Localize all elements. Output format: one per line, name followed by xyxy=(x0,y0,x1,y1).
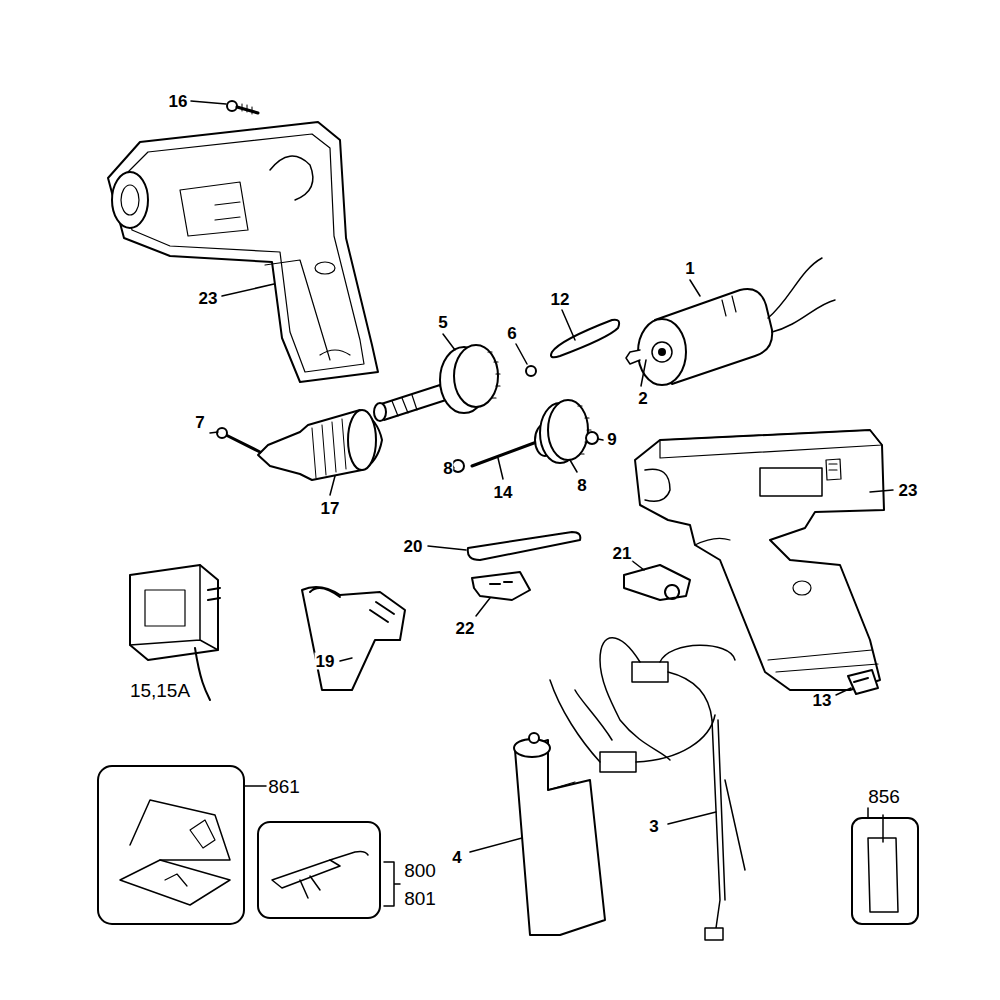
callout-number: 2 xyxy=(637,390,648,407)
callout-number: 17 xyxy=(320,500,341,517)
callout-number: 20 xyxy=(403,538,424,555)
callout-number: 8 xyxy=(576,477,587,494)
screw xyxy=(227,101,258,114)
callout-number: 13 xyxy=(812,692,833,709)
screw xyxy=(217,428,260,452)
callout-number: 856 xyxy=(867,787,901,806)
kit-box-frame xyxy=(98,766,244,924)
ball xyxy=(586,432,598,444)
callout-number: 12 xyxy=(550,291,571,308)
gear xyxy=(472,400,591,466)
callout-number: 19 xyxy=(315,653,336,670)
trigger-part xyxy=(302,587,405,690)
callout-number: 800 xyxy=(403,861,437,880)
callout-number: 9 xyxy=(606,431,617,448)
housing-half xyxy=(635,430,884,690)
callout-number: 22 xyxy=(455,620,476,637)
switch-slider xyxy=(472,572,530,600)
callout-number: 8 xyxy=(442,460,453,477)
wiring-harness xyxy=(550,638,745,940)
callout-number: 23 xyxy=(198,290,219,307)
ball xyxy=(452,460,464,472)
callout-number: 14 xyxy=(493,484,514,501)
callout-number: 15,15A xyxy=(129,681,191,700)
gear-spindle xyxy=(374,345,500,421)
lever xyxy=(468,532,581,560)
leader-lines xyxy=(191,101,893,852)
pin xyxy=(551,320,619,358)
callout-number: 1 xyxy=(684,260,695,277)
clip xyxy=(848,670,878,694)
bracket xyxy=(624,565,690,600)
motor xyxy=(626,258,835,385)
chuck xyxy=(258,410,382,480)
callout-number: 4 xyxy=(451,849,462,866)
ball xyxy=(526,366,536,376)
callout-number: 21 xyxy=(612,545,633,562)
housing-half xyxy=(108,122,378,382)
callout-number: 861 xyxy=(267,777,301,796)
label-card-frame xyxy=(852,815,918,924)
accessory-frame xyxy=(258,822,400,918)
callout-number: 5 xyxy=(437,314,448,331)
battery-pack xyxy=(514,733,605,935)
callout-number: 23 xyxy=(898,482,919,499)
callout-number: 6 xyxy=(506,325,517,342)
callout-number: 7 xyxy=(194,414,205,431)
callout-number: 16 xyxy=(168,93,189,110)
callout-number: 801 xyxy=(403,889,437,908)
callout-number: 3 xyxy=(648,818,659,835)
